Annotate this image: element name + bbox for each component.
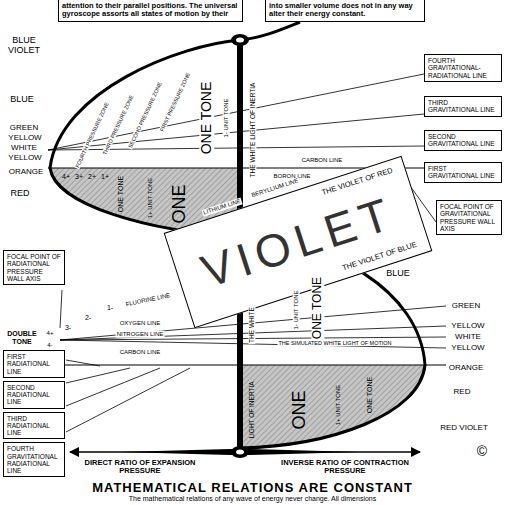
- diagram-label: CARBON LINE: [301, 157, 344, 164]
- diagram-label: YELLOW: [7, 154, 42, 163]
- callout-box: FOCAL POINT OF GRAVITATIONAL PRESSURE WA…: [436, 200, 502, 235]
- callout-box: FOURTH GRAVITATIONAL RADIATIONAL LINE: [3, 442, 65, 477]
- diagram-label: NITROGEN LINE: [116, 331, 165, 338]
- diagram-label: BLUE: [385, 269, 411, 279]
- box-text: THIRD RADIATIONAL LINE: [7, 415, 61, 437]
- diagram-label: BLUE VIOLET: [3, 36, 45, 56]
- diagram-label: ONE TONE: [199, 81, 214, 156]
- diagram-label: 1-: [106, 304, 114, 312]
- diagram-label: 4+: [61, 173, 71, 181]
- box-text: THIRD GRAVITATIONAL LINE: [428, 99, 498, 114]
- diagram-label: LIGHT OF INERTIA: [248, 380, 255, 439]
- diagram-label: RED: [453, 388, 472, 397]
- diagram-label: 1- UNIT TONE: [223, 97, 230, 138]
- diagram-label: ONE TONE: [366, 376, 374, 414]
- diagram-label: THE SIMULATED WHITE LIGHT OF MOTION: [277, 340, 392, 346]
- box-text: FOURTH GRAVITATIONAL RADIATIONAL LINE: [7, 445, 61, 474]
- diagram-label: THE WHITE LIGHT OF INERTIA: [249, 82, 256, 179]
- diagram-label: YELLOW: [450, 322, 485, 331]
- element-lines: [48, 74, 446, 432]
- diagram-label: INVERSE RATIO OF CONTRACTION PRESSURE: [279, 459, 411, 476]
- diagram-label: DOUBLE TONE: [4, 330, 40, 345]
- diagram-title: MATHEMATICAL RELATIONS ARE CONSTANT: [0, 480, 505, 495]
- diagram-label: ONE TONE: [117, 175, 125, 213]
- diagram-label: 1+ UNIT TONE: [147, 177, 154, 220]
- callout-box: FIRST GRAVITATIONAL LINE: [424, 162, 502, 183]
- box-text: SECOND RADIATIONAL LINE: [7, 384, 61, 406]
- pressure-ratio-bar: [70, 446, 420, 458]
- box-text: SECOND GRAVITATIONAL LINE: [428, 133, 498, 148]
- box-text: FOURTH GRAVITATIONAL-RADIATIONAL LINE: [428, 57, 498, 79]
- diagram-label: RED VIOLET: [439, 424, 489, 433]
- callout-box: SECOND GRAVITATIONAL LINE: [424, 130, 502, 151]
- diagram-label: RED: [9, 189, 30, 199]
- box-text: attention to their parallel positions. T…: [62, 2, 239, 19]
- diagram-label: YELLOW: [7, 134, 42, 143]
- diagram-label: 4-: [46, 342, 53, 349]
- diagram-label: FLUORINE LINE: [124, 292, 172, 308]
- box-text: FOCAL POINT OF GRAVITATIONAL PRESSURE WA…: [440, 203, 498, 232]
- callout-box: THIRD RADIATIONAL LINE: [3, 412, 65, 440]
- diagram-label: WHITE: [10, 144, 38, 153]
- diagram-label: DIRECT RATIO OF EXPANSION PRESSURE: [79, 459, 201, 476]
- callout-box: FOURTH GRAVITATIONAL-RADIATIONAL LINE: [424, 54, 502, 82]
- box-text: FOCAL POINT OF RADIATIONAL PRESSURE WALL…: [7, 253, 61, 282]
- diagram-label: 3-: [64, 324, 72, 332]
- diagram-label: ©: [476, 444, 488, 459]
- diagram-label: WHITE: [454, 333, 482, 342]
- callout-box: FOCAL POINT OF RADIATIONAL PRESSURE WALL…: [3, 250, 65, 285]
- callout-box: THIRD GRAVITATIONAL LINE: [424, 96, 502, 117]
- diagram-label: 2-: [84, 314, 92, 322]
- box-text: FIRST RADIATIONAL LINE: [7, 353, 61, 375]
- diagram-label: GREEN: [451, 302, 481, 311]
- note-box: attention to their parallel positions. T…: [58, 0, 243, 22]
- diagram-caption: The mathematical relations of any wave o…: [0, 495, 505, 502]
- diagram-label: ONE: [290, 389, 310, 430]
- diagram-label: YELLOW: [450, 344, 485, 353]
- diagram-label: THE WHITE: [248, 306, 255, 344]
- diagram-label: GREEN: [9, 124, 39, 133]
- diagram-label: 2+: [87, 173, 97, 181]
- box-text: FIRST GRAVITATIONAL LINE: [428, 165, 498, 180]
- diagram-label: 1- UNIT TONE: [293, 289, 300, 330]
- diagram-label: 3+: [74, 173, 84, 181]
- diagram-label: 1+ UNIT TONE: [335, 384, 342, 427]
- diagram-label: ONE: [170, 183, 190, 224]
- callout-box: SECOND RADIATIONAL LINE: [3, 381, 65, 409]
- diagram-label: BLUE: [9, 95, 35, 105]
- callout-box: FIRST RADIATIONAL LINE: [3, 350, 65, 378]
- diagram-label: ORANGE: [8, 168, 45, 177]
- diagram-label: ONE TONE: [311, 276, 324, 340]
- diagram-label: OXYGEN LINE: [119, 320, 162, 327]
- diagram-label: ORANGE: [448, 364, 485, 373]
- diagram-label: CARBON LINE: [119, 349, 162, 356]
- diagram-label: 1+: [100, 173, 110, 181]
- box-text: into smaller volume does not in any way …: [269, 2, 421, 19]
- note-box: into smaller volume does not in any way …: [265, 0, 425, 22]
- diagram-label: 4+: [46, 330, 55, 337]
